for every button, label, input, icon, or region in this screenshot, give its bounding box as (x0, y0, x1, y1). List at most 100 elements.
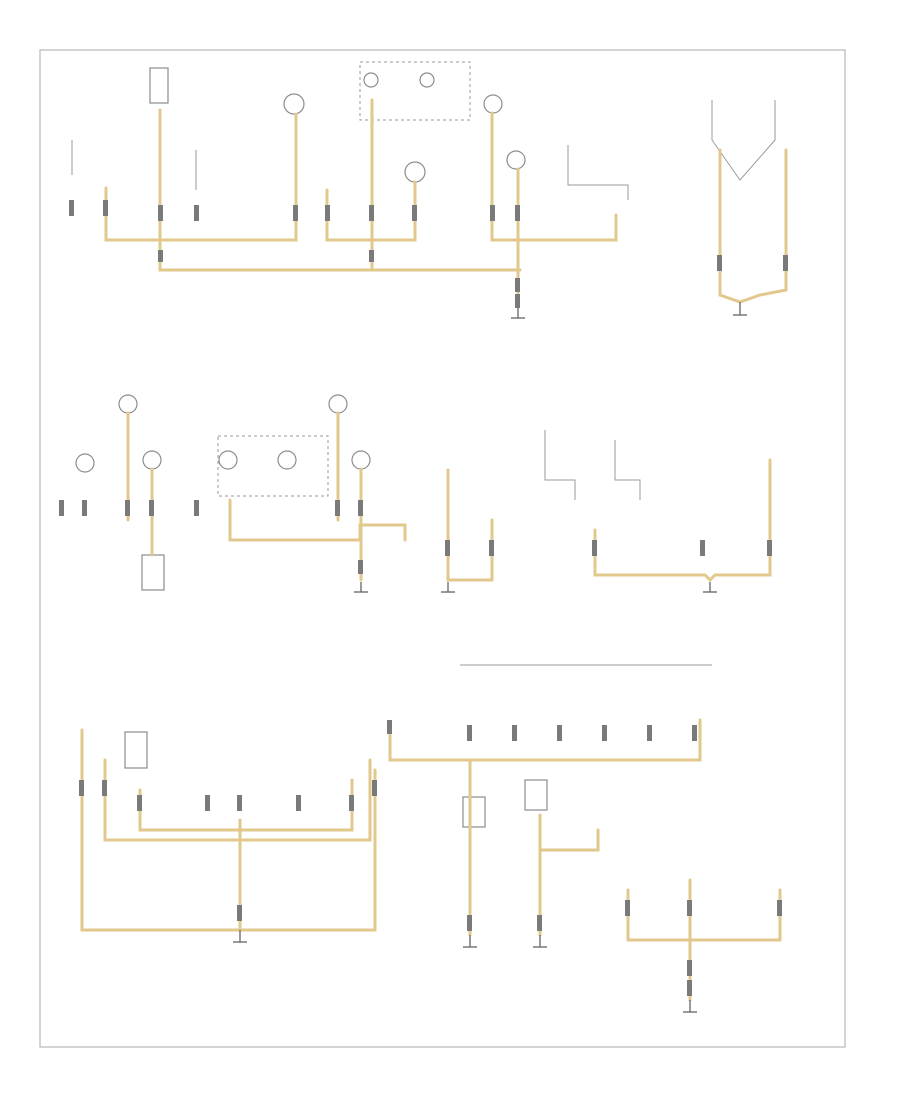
section-top-left (69, 61, 629, 319)
connector-icon (767, 540, 772, 556)
connector-icon (102, 780, 107, 796)
connector-icon (490, 205, 495, 221)
connector-icon (296, 795, 301, 811)
module-box-icon (124, 731, 148, 769)
wire (138, 778, 354, 832)
connector-icon (700, 540, 705, 556)
connector-icon (103, 200, 108, 216)
connector-icon (625, 900, 630, 916)
lamp-icon (277, 450, 297, 470)
lamp-icon (506, 150, 526, 170)
wire (228, 498, 407, 542)
connector-icon (137, 795, 142, 811)
connector-icon (358, 560, 363, 574)
connector-icon (783, 255, 788, 271)
wire (711, 100, 776, 181)
lamp-icon (142, 450, 162, 470)
connector-icon (194, 500, 199, 516)
connector-icon (515, 205, 520, 221)
connector-icon (125, 500, 130, 516)
connector-icon (82, 500, 87, 516)
connector-icon (692, 725, 697, 741)
connector-icon (687, 980, 692, 996)
wire (446, 468, 494, 582)
connector-icon (687, 900, 692, 916)
connector-icon (358, 500, 363, 516)
lamp-icon (75, 453, 95, 473)
connector-icon (335, 500, 340, 516)
connector-icon (557, 725, 562, 741)
diagram-frame (39, 49, 846, 1048)
module-box-icon (149, 67, 169, 104)
wire (103, 758, 372, 842)
connector-icon (158, 205, 163, 221)
connector-icon (515, 278, 520, 292)
connector-icon (237, 905, 242, 921)
multi-component-outline (359, 61, 471, 121)
connector-icon (592, 540, 597, 556)
wire (388, 718, 702, 762)
ground-g101-icon (511, 308, 525, 319)
lamp-icon (483, 94, 503, 114)
ground-g303-icon (533, 935, 547, 948)
connector-icon (325, 205, 330, 221)
connector-icon (687, 960, 692, 976)
wire (614, 440, 641, 500)
connector-icon (777, 900, 782, 916)
module-box-icon (524, 779, 548, 811)
connector-icon (369, 250, 374, 262)
ground-g203-icon (703, 582, 717, 593)
connector-icon (467, 915, 472, 931)
wire (544, 430, 576, 500)
connector-icon (387, 720, 392, 734)
ground-g102-icon (733, 302, 747, 316)
lamp-icon (283, 93, 305, 115)
connector-icon (237, 795, 242, 811)
connector-icon (647, 725, 652, 741)
connector-icon (602, 725, 607, 741)
connector-icon (412, 205, 417, 221)
lamp-icon (351, 450, 371, 470)
lamp-icon (363, 72, 379, 88)
connector-icon (149, 500, 154, 516)
connector-icon (512, 725, 517, 741)
wire (538, 828, 600, 852)
wire (490, 111, 618, 242)
connector-icon (69, 200, 74, 216)
lamp-icon (419, 72, 435, 88)
wire (626, 888, 782, 942)
lamp-icon (218, 450, 238, 470)
connector-icon (445, 540, 450, 556)
ground-g301-icon (233, 930, 247, 943)
connector-icon (293, 205, 298, 221)
wire (238, 768, 377, 932)
lamp-icon (328, 394, 348, 414)
connector-icon (369, 205, 374, 221)
ground-g304-icon (683, 1000, 697, 1013)
wire (567, 145, 629, 200)
connector-icon (59, 500, 64, 516)
connector-icon (205, 795, 210, 811)
connector-icon (489, 540, 494, 556)
ground-g302-icon (463, 935, 477, 948)
connector-icon (467, 725, 472, 741)
lamp-icon (118, 394, 138, 414)
wire (593, 458, 772, 583)
ground-g202-icon (441, 582, 455, 593)
ground-g201-icon (354, 582, 368, 593)
connector-icon (717, 255, 722, 271)
connector-icon (194, 205, 199, 221)
connector-icon (79, 780, 84, 796)
wire (718, 148, 788, 304)
wire (158, 108, 522, 272)
connector-icon (158, 250, 163, 262)
section-top-right (711, 100, 788, 316)
connector-icon (515, 294, 520, 308)
multi-component-outline (217, 435, 329, 497)
module-box-icon (141, 554, 165, 591)
connector-icon (349, 795, 354, 811)
module-box-icon (462, 796, 486, 828)
connector-icon (537, 915, 542, 931)
section-middle (59, 394, 772, 593)
